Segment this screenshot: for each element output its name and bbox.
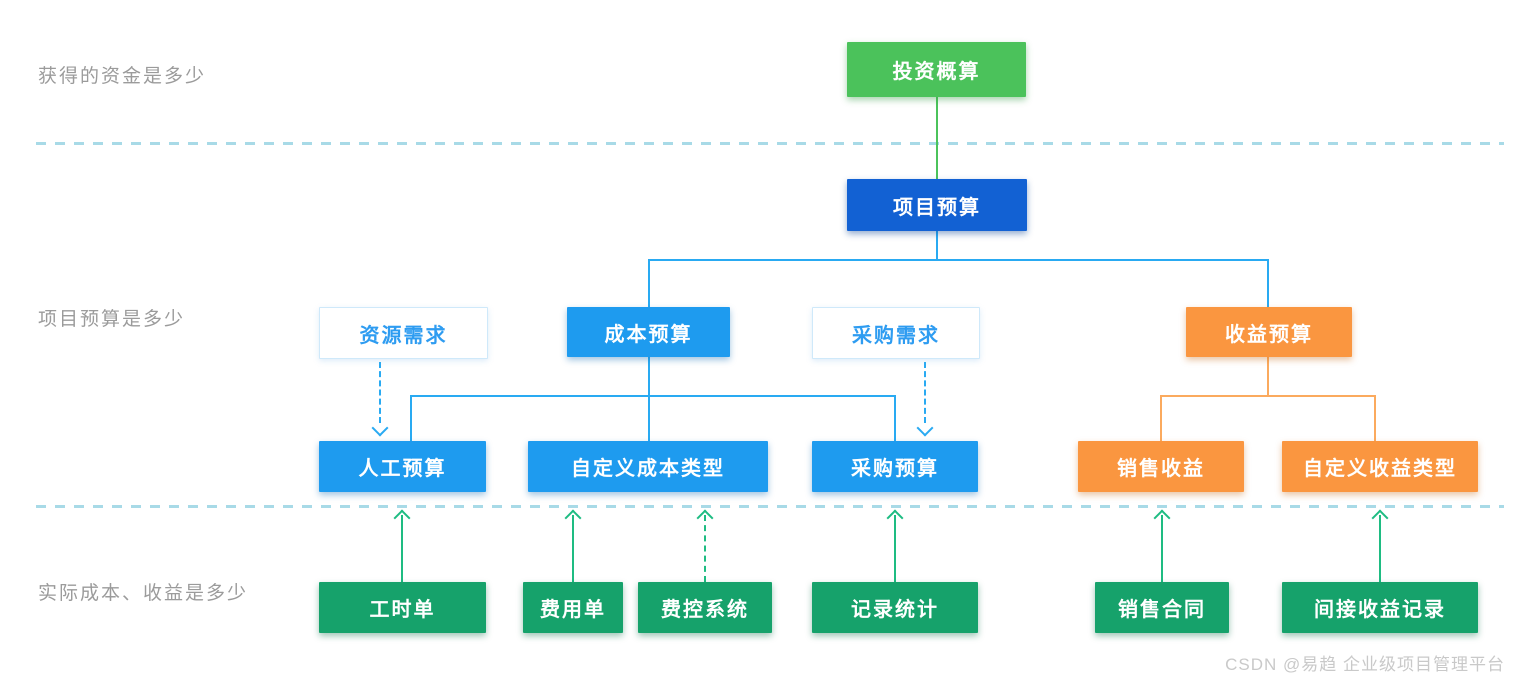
node-procurement-demand: 采购需求 (812, 307, 980, 359)
connector-to-procurement-budget (894, 395, 896, 441)
row-label-budget: 项目预算是多少 (38, 309, 186, 330)
connector-revenue-branch (1160, 395, 1376, 397)
node-indirect-revenue-record: 间接收益记录 (1282, 582, 1478, 633)
arrowhead-up-icon (696, 509, 714, 527)
arrow-expense-bill-to-custom-cost (572, 515, 574, 582)
connector-to-revenue-budget (1267, 259, 1269, 307)
connector-to-sales-revenue (1160, 395, 1162, 441)
arrow-record-statistics-to-procurement (894, 515, 896, 582)
node-timesheet: 工时单 (319, 582, 486, 633)
node-resource-demand: 资源需求 (319, 307, 488, 359)
node-custom-cost-type: 自定义成本类型 (528, 441, 768, 492)
connector-cost-stem (648, 357, 650, 441)
node-sales-contract: 销售合同 (1095, 582, 1229, 633)
separator-line-top (36, 142, 1504, 145)
arrowhead-up-icon (886, 509, 904, 527)
connector-to-cost-budget (648, 259, 650, 307)
arrow-timesheet-to-labor (401, 515, 403, 582)
node-custom-revenue-type: 自定义收益类型 (1282, 441, 1478, 492)
node-labor-budget: 人工预算 (319, 441, 486, 492)
arrowhead-down-icon (916, 419, 934, 437)
connector-to-custom-revenue-type (1374, 395, 1376, 441)
node-revenue-budget: 收益预算 (1186, 307, 1352, 357)
connector-project-stem (936, 231, 938, 260)
separator-line-bottom (36, 505, 1504, 508)
connector-cost-branch (410, 395, 896, 397)
arrow-indirect-record-to-custom-revenue (1379, 515, 1381, 582)
node-procurement-budget: 采购预算 (812, 441, 978, 492)
arrowhead-up-icon (393, 509, 411, 527)
connector-revenue-stem (1267, 357, 1269, 396)
arrowhead-up-icon (1153, 509, 1171, 527)
watermark: CSDN @易趋 企业级项目管理平台 (1225, 655, 1505, 674)
connector-investment-to-project (936, 97, 938, 179)
node-cost-budget: 成本预算 (567, 307, 730, 357)
node-expense-control-system: 费控系统 (638, 582, 772, 633)
node-sales-revenue: 销售收益 (1078, 441, 1244, 492)
arrow-sales-contract-to-sales-revenue (1161, 515, 1163, 582)
arrowhead-up-icon (1371, 509, 1389, 527)
arrowhead-down-icon (371, 419, 389, 437)
dashed-arrow-resource-to-labor (379, 362, 381, 423)
node-expense-bill: 费用单 (523, 582, 623, 633)
dashed-arrow-expense-system-to-custom-cost (704, 515, 706, 582)
node-project-budget: 项目预算 (847, 179, 1027, 231)
dashed-arrow-procurement-demand-to-budget (924, 362, 926, 423)
arrowhead-up-icon (564, 509, 582, 527)
row-label-funding: 获得的资金是多少 (38, 66, 207, 87)
connector-project-branch (648, 259, 1269, 261)
connector-to-labor-budget (410, 395, 412, 441)
node-investment-estimate: 投资概算 (847, 42, 1026, 97)
node-record-statistics: 记录统计 (812, 582, 978, 633)
row-label-actual: 实际成本、收益是多少 (38, 583, 249, 604)
